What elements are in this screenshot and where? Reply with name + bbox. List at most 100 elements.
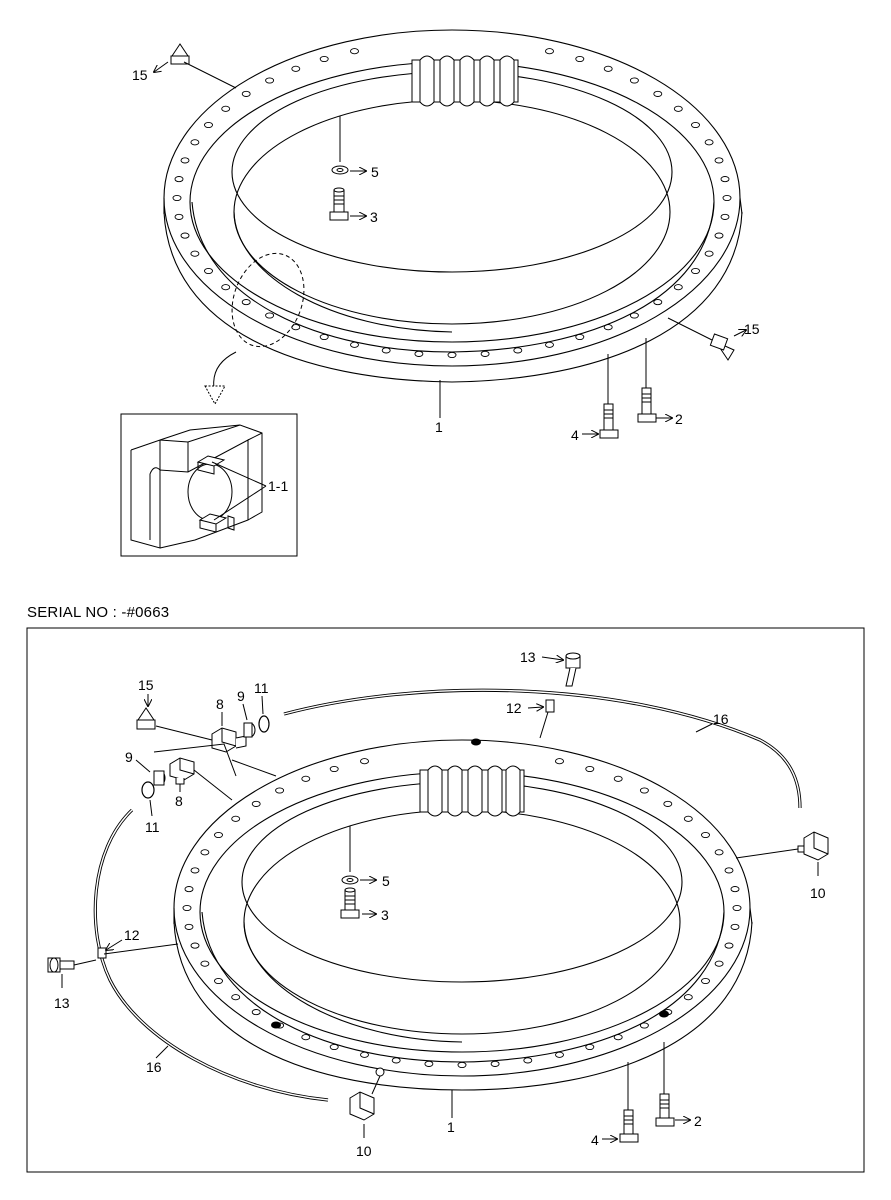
label-2-top: 2 — [675, 411, 683, 427]
adapter-9-lower — [154, 771, 165, 785]
label-15-left: 15 — [132, 67, 148, 83]
label-9-upper: 9 — [237, 688, 245, 704]
bolt-hole — [191, 251, 199, 256]
bolt-hole — [330, 1044, 338, 1049]
bolt-hole — [614, 1035, 622, 1040]
bolt-hole — [723, 195, 731, 200]
bolt-hole — [705, 251, 713, 256]
bottom-view: 13 12 16 15 8 9 — [27, 628, 864, 1172]
bolt-hole — [382, 348, 390, 353]
bolt-hole — [425, 1061, 433, 1066]
label-16-upper: 16 — [713, 711, 729, 727]
bolt-hole — [640, 788, 648, 793]
detail-callout-circle — [220, 243, 317, 356]
bolt-hole — [674, 285, 682, 290]
bolt-hole — [491, 1061, 499, 1066]
bolt-hole — [361, 759, 369, 764]
bolt-hole — [731, 887, 739, 892]
bolt-hole — [546, 49, 554, 54]
bolt-hole — [654, 300, 662, 305]
bolt-hole — [546, 342, 554, 347]
grease-tube-16-right — [284, 690, 800, 808]
elbow-10-right — [736, 832, 828, 860]
bolt-hole — [715, 233, 723, 238]
bolt-hole — [201, 961, 209, 966]
label-5-top: 5 — [371, 164, 379, 180]
label-4-top: 4 — [571, 427, 579, 443]
label-15-right: 15 — [744, 321, 760, 337]
grease-nipple-15-bottom — [137, 708, 155, 729]
bolt-4-top — [600, 354, 618, 438]
label-11-lower: 11 — [145, 819, 160, 835]
bolt-hole — [630, 78, 638, 83]
label-8-upper: 8 — [216, 696, 224, 712]
gear-teeth-bottom — [420, 766, 524, 816]
label-1-bottom: 1 — [447, 1119, 455, 1135]
bolt-hole — [320, 334, 328, 339]
bolt-hole — [252, 801, 260, 806]
bolt-holes-bottom — [183, 759, 741, 1068]
bolt-hole — [392, 1058, 400, 1063]
bolt-hole — [715, 961, 723, 966]
bolt-hole — [721, 177, 729, 182]
bolt-hole — [604, 325, 612, 330]
bolt-2-top — [638, 338, 656, 422]
label-3-bottom: 3 — [381, 907, 389, 923]
bolt-hole — [586, 1044, 594, 1049]
bolt-hole — [266, 78, 274, 83]
bolt-hole — [415, 351, 423, 356]
bolt-hole — [640, 1023, 648, 1028]
gear-teeth-top — [412, 56, 518, 106]
bolt-hole — [630, 313, 638, 318]
bolt-hole — [725, 868, 733, 873]
bolt-hole — [702, 978, 710, 983]
bolt-hole — [684, 995, 692, 1000]
label-1-top: 1 — [435, 419, 443, 435]
bolt-hole — [481, 351, 489, 356]
bolt-hole — [173, 195, 181, 200]
bolt-hole — [664, 801, 672, 806]
washer-5-bottom — [342, 826, 358, 884]
bolt-hole — [576, 334, 584, 339]
bolt-hole — [556, 759, 564, 764]
bolt-hole — [201, 850, 209, 855]
bolt-hole — [715, 850, 723, 855]
elbow-8-upper — [212, 728, 246, 752]
bolt-hole — [302, 776, 310, 781]
bolt-holes-top — [173, 49, 731, 358]
bolt-hole — [614, 776, 622, 781]
bottom-frame — [27, 628, 864, 1172]
elbow-8-lower — [170, 758, 194, 784]
bolt-hole — [715, 158, 723, 163]
swing-bearing-ring-bottom — [174, 740, 752, 1090]
bolt-3-bottom — [341, 888, 359, 918]
bolt-hole — [721, 214, 729, 219]
o-ring-11-lower — [142, 782, 154, 798]
bolt-hole — [692, 122, 700, 127]
label-4-bottom: 4 — [591, 1132, 599, 1148]
bolt-hole — [361, 1052, 369, 1057]
bolt-hole — [654, 91, 662, 96]
bolt-3-top — [330, 188, 348, 220]
bolt-hole — [692, 268, 700, 273]
grease-tube-16-left — [95, 810, 328, 1100]
label-12-upper: 12 — [506, 700, 522, 716]
o-ring-11-upper — [259, 716, 269, 732]
label-9-lower: 9 — [125, 749, 133, 765]
bolt-hole — [185, 887, 193, 892]
bolt-hole — [222, 285, 230, 290]
clamp-12-lower — [98, 944, 178, 958]
detail-arrow-icon — [214, 352, 236, 388]
bolt-hole — [514, 348, 522, 353]
bolt-hole — [205, 268, 213, 273]
bolt-hole — [276, 788, 284, 793]
bolt-hole — [586, 766, 594, 771]
bolt-hole — [320, 56, 328, 61]
bolt-hole — [252, 1010, 260, 1015]
grease-ports — [271, 738, 669, 1029]
label-5-bottom: 5 — [382, 873, 390, 889]
bolt-hole — [705, 140, 713, 145]
bolt-13-upper — [566, 653, 580, 686]
bolt-hole — [191, 868, 199, 873]
